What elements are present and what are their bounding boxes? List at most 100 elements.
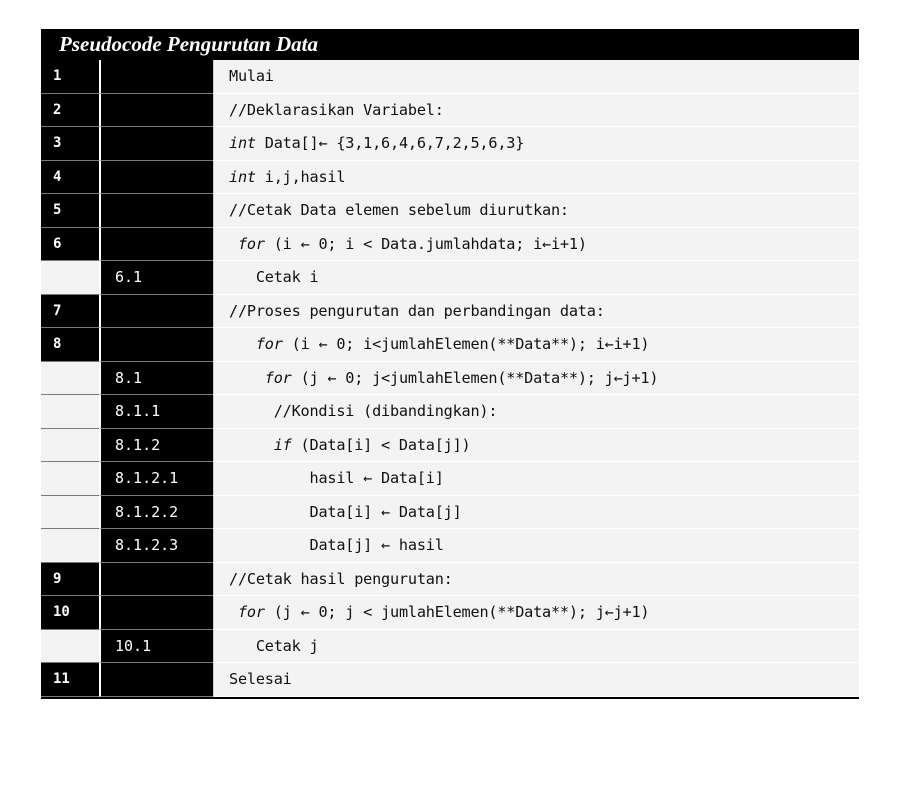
code-text: Mulai bbox=[229, 67, 274, 86]
code-cell: Data[j] ← hasil bbox=[213, 529, 859, 563]
code-cell: int i,j,hasil bbox=[213, 160, 859, 194]
code-text: //Cetak hasil pengurutan: bbox=[229, 569, 453, 588]
table-row: 9 //Cetak hasil pengurutan: bbox=[41, 562, 859, 596]
table-row: 8.1 for (j ← 0; j<jumlahElemen(**Data**)… bbox=[41, 361, 859, 395]
code-text: (j ← 0; j<jumlahElemen(**Data**); j←j+1) bbox=[291, 368, 659, 387]
line-number bbox=[41, 629, 99, 663]
indent bbox=[229, 536, 310, 554]
indent bbox=[229, 335, 256, 353]
indent bbox=[229, 402, 274, 420]
code-text: (i ← 0; i < Data.jumlahdata; i←i+1) bbox=[264, 234, 587, 253]
line-number: 5 bbox=[41, 194, 99, 228]
line-number bbox=[41, 529, 99, 563]
code-text: (i ← 0; i<jumlahElemen(**Data**); i←i+1) bbox=[282, 335, 650, 354]
sub-step-number bbox=[99, 562, 213, 596]
indent bbox=[229, 503, 310, 521]
line-number bbox=[41, 462, 99, 496]
code-text: Data[j] ← hasil bbox=[309, 536, 444, 555]
code-cell: Data[i] ← Data[j] bbox=[213, 495, 859, 529]
code-text: Selesai bbox=[229, 670, 292, 689]
table-row: 3 int Data[]← {3,1,6,4,6,7,2,5,6,3} bbox=[41, 127, 859, 161]
sub-step-number bbox=[99, 328, 213, 362]
code-text: i,j,hasil bbox=[255, 167, 346, 186]
line-number: 4 bbox=[41, 160, 99, 194]
code-text: //Proses pengurutan dan perbandingan dat… bbox=[229, 301, 605, 320]
sub-step-number bbox=[99, 294, 213, 328]
code-cell: for (i ← 0; i < Data.jumlahdata; i←i+1) bbox=[213, 227, 859, 261]
line-number: 3 bbox=[41, 127, 99, 161]
table-title: Pseudocode Pengurutan Data bbox=[41, 29, 859, 60]
code-cell: Cetak i bbox=[213, 261, 859, 295]
sub-step-number: 8.1 bbox=[99, 361, 213, 395]
indent bbox=[229, 268, 256, 286]
code-text: (Data[i] < Data[j]) bbox=[291, 435, 471, 454]
code-cell: //Proses pengurutan dan perbandingan dat… bbox=[213, 294, 859, 328]
table-row: 10.1 Cetak j bbox=[41, 629, 859, 663]
line-number bbox=[41, 395, 99, 429]
code-cell: hasil ← Data[i] bbox=[213, 462, 859, 496]
sub-step-number bbox=[99, 60, 213, 94]
sub-step-number bbox=[99, 160, 213, 194]
sub-step-number: 6.1 bbox=[99, 261, 213, 295]
indent bbox=[229, 469, 310, 487]
code-keyword: int bbox=[229, 167, 256, 186]
code-keyword: for bbox=[237, 234, 265, 253]
sub-step-number: 8.1.2.3 bbox=[99, 529, 213, 563]
line-number: 6 bbox=[41, 227, 99, 261]
line-number bbox=[41, 495, 99, 529]
code-keyword: for bbox=[237, 603, 265, 622]
line-number: 1 bbox=[41, 60, 99, 94]
table-row: 8.1.2.3 Data[j] ← hasil bbox=[41, 529, 859, 563]
code-cell: //Deklarasikan Variabel: bbox=[213, 93, 859, 127]
table-row: 4 int i,j,hasil bbox=[41, 160, 859, 194]
sub-step-number bbox=[99, 127, 213, 161]
code-keyword: for bbox=[264, 368, 292, 387]
indent bbox=[229, 603, 238, 621]
code-cell: //Cetak Data elemen sebelum diurutkan: bbox=[213, 194, 859, 228]
table-row: 8 for (i ← 0; i<jumlahElemen(**Data**); … bbox=[41, 328, 859, 362]
table-row: 8.1.2.1 hasil ← Data[i] bbox=[41, 462, 859, 496]
table-row: 1 Mulai bbox=[41, 60, 859, 94]
line-number: 2 bbox=[41, 93, 99, 127]
code-cell: Cetak j bbox=[213, 629, 859, 663]
code-cell: for (j ← 0; j<jumlahElemen(**Data**); j←… bbox=[213, 361, 859, 395]
code-keyword: for bbox=[255, 335, 283, 354]
line-number: 10 bbox=[41, 596, 99, 630]
code-cell: Selesai bbox=[213, 663, 859, 697]
code-text: (j ← 0; j < jumlahElemen(**Data**); j←j+… bbox=[264, 603, 650, 622]
code-keyword: if bbox=[273, 435, 292, 454]
sub-step-number: 8.1.1 bbox=[99, 395, 213, 429]
code-text: Cetak j bbox=[255, 636, 319, 655]
sub-step-number bbox=[99, 93, 213, 127]
sub-step-number bbox=[99, 596, 213, 630]
code-text: Cetak i bbox=[255, 268, 319, 287]
table-row: 8.1.2 if (Data[i] < Data[j]) bbox=[41, 428, 859, 462]
code-cell: if (Data[i] < Data[j]) bbox=[213, 428, 859, 462]
code-cell: for (i ← 0; i<jumlahElemen(**Data**); i←… bbox=[213, 328, 859, 362]
code-text: //Deklarasikan Variabel: bbox=[229, 100, 444, 119]
table-row: 8.1.2.2 Data[i] ← Data[j] bbox=[41, 495, 859, 529]
sub-step-number: 8.1.2.1 bbox=[99, 462, 213, 496]
table-row: 5 //Cetak Data elemen sebelum diurutkan: bbox=[41, 194, 859, 228]
indent bbox=[229, 436, 274, 454]
sub-step-number bbox=[99, 227, 213, 261]
line-number: 9 bbox=[41, 562, 99, 596]
sub-step-number bbox=[99, 194, 213, 228]
line-number bbox=[41, 361, 99, 395]
code-cell: //Cetak hasil pengurutan: bbox=[213, 562, 859, 596]
code-cell: Mulai bbox=[213, 60, 859, 94]
code-cell: int Data[]← {3,1,6,4,6,7,2,5,6,3} bbox=[213, 127, 859, 161]
line-number: 7 bbox=[41, 294, 99, 328]
table-row: 2 //Deklarasikan Variabel: bbox=[41, 93, 859, 127]
indent bbox=[229, 369, 265, 387]
sub-step-number: 10.1 bbox=[99, 629, 213, 663]
code-text: Data[i] ← Data[j] bbox=[309, 502, 462, 521]
table-row: 6.1 Cetak i bbox=[41, 261, 859, 295]
code-text: Data[]← {3,1,6,4,6,7,2,5,6,3} bbox=[255, 134, 525, 153]
code-text: hasil ← Data[i] bbox=[309, 469, 444, 488]
indent bbox=[229, 637, 256, 655]
sub-step-number bbox=[99, 663, 213, 697]
table-row: 7 //Proses pengurutan dan perbandingan da… bbox=[41, 294, 859, 328]
line-number bbox=[41, 428, 99, 462]
